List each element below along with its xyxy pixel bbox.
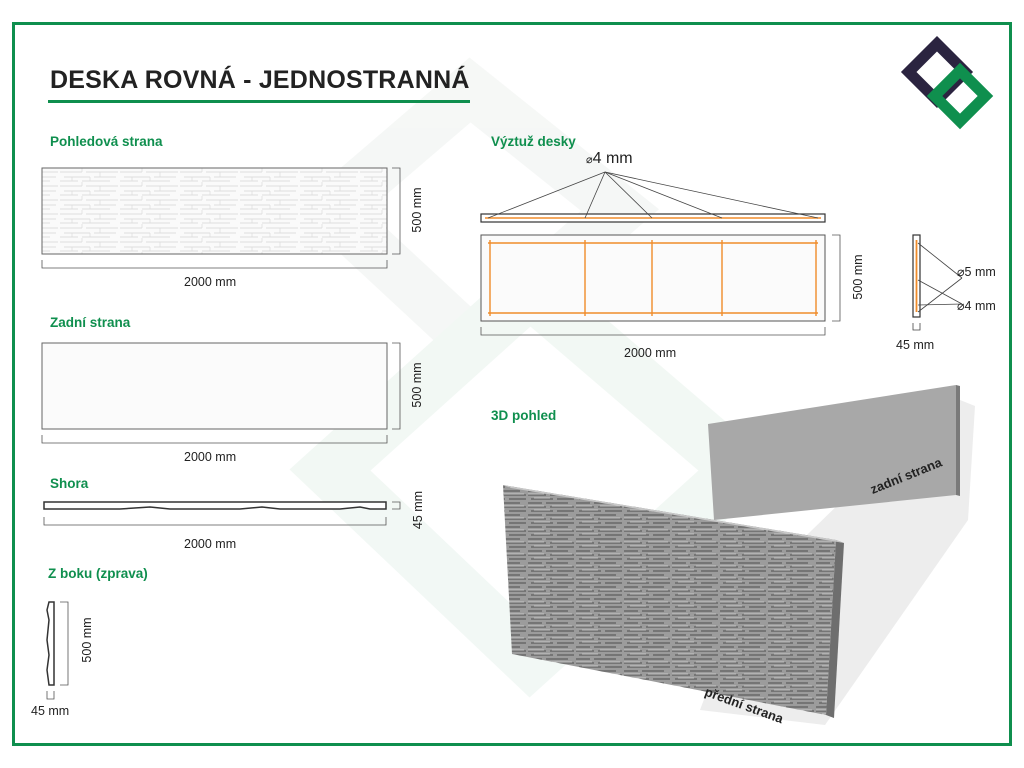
top-depth-dim: 45 mm (411, 490, 425, 530)
back-view-panel (41, 342, 388, 430)
rebar-leader-lines (487, 171, 819, 219)
3d-view-label: 3D pohled (491, 408, 557, 423)
top-view-label: Shora (50, 476, 89, 491)
rebar-width-dim: 2000 mm (624, 346, 677, 360)
3d-view (503, 385, 975, 725)
section-d4-dim: ⌀4 mm (957, 299, 996, 313)
side-height-dim: 500 mm (80, 617, 94, 663)
rebar-label: Výztuž desky (491, 134, 576, 149)
section-d5-dim: ⌀5 mm (957, 265, 996, 279)
rebar-diameter-dim: ⌀4 mm (586, 150, 633, 167)
back-height-dim: 500 mm (410, 362, 424, 408)
back-view-label: Zadní strana (50, 315, 131, 330)
page-frame (12, 22, 1012, 746)
rebar-height-dim: 500 mm (851, 254, 865, 300)
side-depth-dim: 45 mm (31, 704, 70, 718)
side-view-panel (46, 601, 55, 686)
rebar-grid (488, 240, 818, 316)
rebar-panel (480, 234, 826, 322)
front-height-dim: 500 mm (410, 187, 424, 233)
front-width-dim: 2000 mm (184, 275, 237, 289)
page-title: DESKA ROVNÁ - JEDNOSTRANNÁ (50, 66, 470, 94)
front-view-label: Pohledová strana (50, 134, 163, 149)
section-depth-dim: 45 mm (896, 338, 935, 352)
front-view-panel (41, 167, 388, 255)
top-view-panel (43, 501, 387, 510)
title-underline (48, 100, 470, 103)
top-width-dim: 2000 mm (184, 537, 237, 551)
back-width-dim: 2000 mm (184, 450, 237, 464)
company-logo (900, 35, 994, 130)
side-view-label: Z boku (zprava) (48, 566, 148, 581)
